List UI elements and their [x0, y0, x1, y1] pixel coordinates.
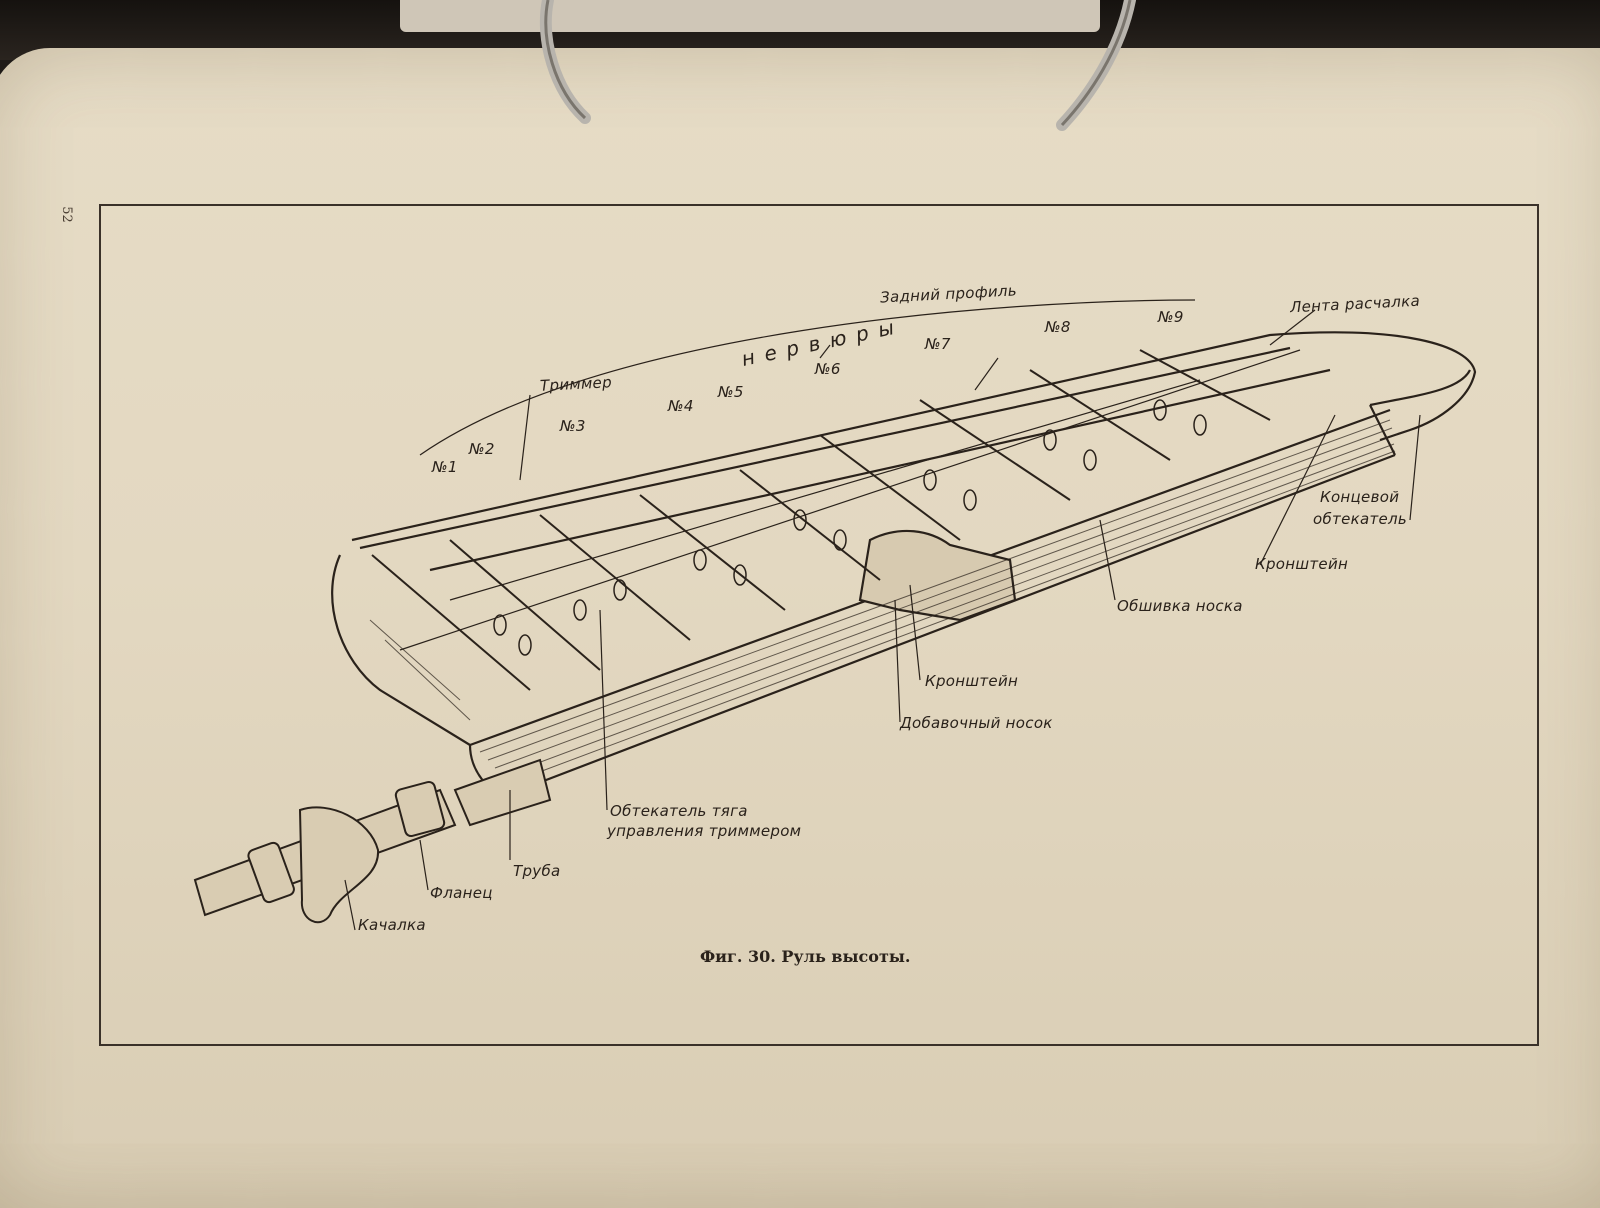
- label-rib-8: №8: [1045, 318, 1071, 336]
- label-tip-fairing-line2: обтекатель: [1313, 510, 1408, 528]
- label-bracket-right: Кронштейн: [1255, 555, 1349, 573]
- label-nose-skin: Обшивка носка: [1117, 597, 1243, 615]
- control-assembly: [193, 758, 552, 924]
- ribs: [371, 349, 1271, 691]
- label-extra-nose: Добавочный носок: [900, 714, 1053, 732]
- binder-rail: [400, 0, 1100, 32]
- label-rib-9: №9: [1158, 308, 1184, 326]
- label-rocker: Качалка: [358, 916, 426, 934]
- label-rod-fairing-line2: управления триммером: [607, 822, 802, 840]
- figure-caption: Фиг. 30. Руль высоты.: [700, 947, 911, 966]
- book-page: [0, 48, 1600, 1208]
- label-bracket-center: Кронштейн: [925, 672, 1019, 690]
- label-rod-fairing-line1: Обтекатель тяга: [610, 802, 748, 820]
- label-rib-1: №1: [432, 458, 458, 476]
- label-flange: Фланец: [430, 884, 493, 902]
- lightening-holes: [493, 399, 1207, 656]
- nose-skin-hatching: [369, 419, 1396, 784]
- label-rib-6: №6: [815, 360, 841, 378]
- label-rib-7: №7: [925, 335, 951, 353]
- label-rib-4: №4: [668, 397, 694, 415]
- figure-frame: [99, 204, 1539, 1046]
- label-rib-5: №5: [718, 383, 744, 401]
- label-rib-2: №2: [469, 440, 495, 458]
- bracing-tape: [399, 349, 1301, 651]
- label-rib-3: №3: [560, 417, 586, 435]
- label-tube: Труба: [513, 862, 561, 880]
- page-number: 52: [58, 206, 74, 223]
- elevator-body: [331, 331, 1477, 807]
- leader-lines: [344, 299, 1421, 931]
- label-tip-fairing-line1: Концевой: [1320, 488, 1400, 506]
- binder-rings: [539, 0, 1136, 131]
- label-trimmer: Триммер: [539, 373, 613, 395]
